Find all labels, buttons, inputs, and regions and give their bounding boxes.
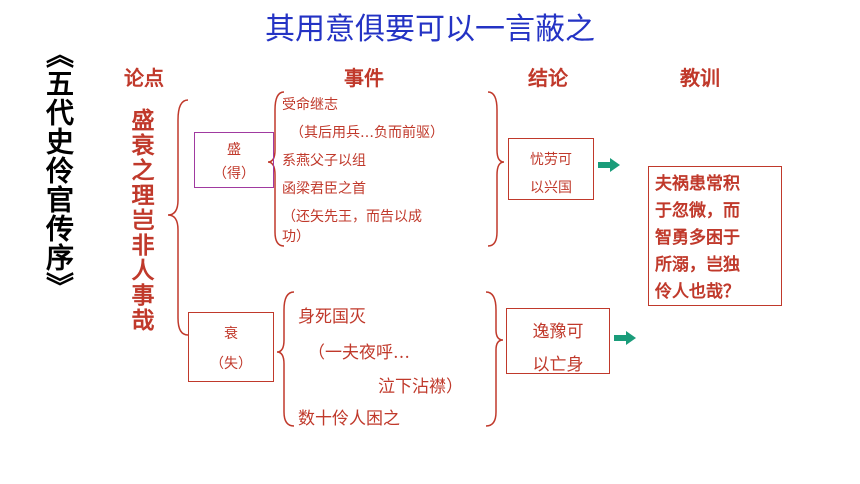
header-argument: 论点	[124, 66, 164, 90]
fall-arrow	[614, 331, 636, 345]
fall-event: 数十伶人困之	[298, 409, 400, 429]
rise-event: 功）	[282, 229, 310, 245]
lesson-line: 所溺，岂独	[655, 255, 740, 275]
header-lesson: 教训	[680, 66, 720, 90]
main-argument: 盛衰之理岂非人事哉	[127, 108, 154, 333]
fall-conclusion-line: 以亡身	[532, 355, 584, 375]
rise-sub: （得）	[213, 166, 255, 182]
lesson-line: 伶人也哉？	[655, 282, 740, 302]
rise-conclusion-line: 以兴国	[530, 180, 572, 196]
rise-conclusion-box: 忧劳可 以兴国	[508, 138, 594, 200]
fall-conclusion-box: 逸豫可 以亡身	[506, 308, 610, 375]
fall-conclusion-line: 逸豫可	[532, 322, 584, 342]
fall-event: （一夫夜呼…	[308, 343, 410, 363]
rise-events-close-brace	[487, 91, 505, 247]
fall-event: 身死国灭	[298, 307, 366, 327]
rise-conclusion-line: 忧劳可	[530, 152, 572, 168]
fall-events-close-brace	[485, 291, 504, 427]
rise-arrow	[598, 158, 620, 172]
slide-title: 其用意俱要可以一言蔽之	[265, 12, 595, 47]
fall-sub: （失）	[210, 356, 252, 372]
header-conclusion: 结论	[528, 66, 568, 90]
fall-event: 泣下沾襟）	[378, 377, 463, 397]
lesson-box: 夫祸患常积 于忽微，而 智勇多困于 所溺，岂独 伶人也哉？	[648, 166, 782, 306]
fall-label: 衰	[224, 326, 238, 342]
rise-event: （还矢先王，而告以成	[282, 209, 422, 225]
rise-box: 盛 （得）	[194, 132, 274, 188]
lesson-line: 于忽微，而	[655, 201, 740, 221]
rise-label: 盛	[227, 142, 241, 158]
lesson-line: 夫祸患常积	[655, 174, 740, 194]
side-title: 《五代史伶官传序》	[42, 40, 75, 301]
rise-event: 受命继志	[282, 97, 338, 113]
header-events: 事件	[344, 66, 384, 90]
rise-event: （其后用兵…负而前驱）	[290, 125, 444, 141]
fall-events-brace	[276, 291, 295, 427]
fall-box: 衰 （失）	[188, 312, 274, 382]
lesson-line: 智勇多困于	[655, 228, 740, 248]
rise-events-brace	[267, 91, 285, 247]
rise-event: 函梁君臣之首	[282, 181, 366, 197]
rise-event: 系燕父子以组	[282, 153, 366, 169]
main-brace	[167, 99, 189, 336]
